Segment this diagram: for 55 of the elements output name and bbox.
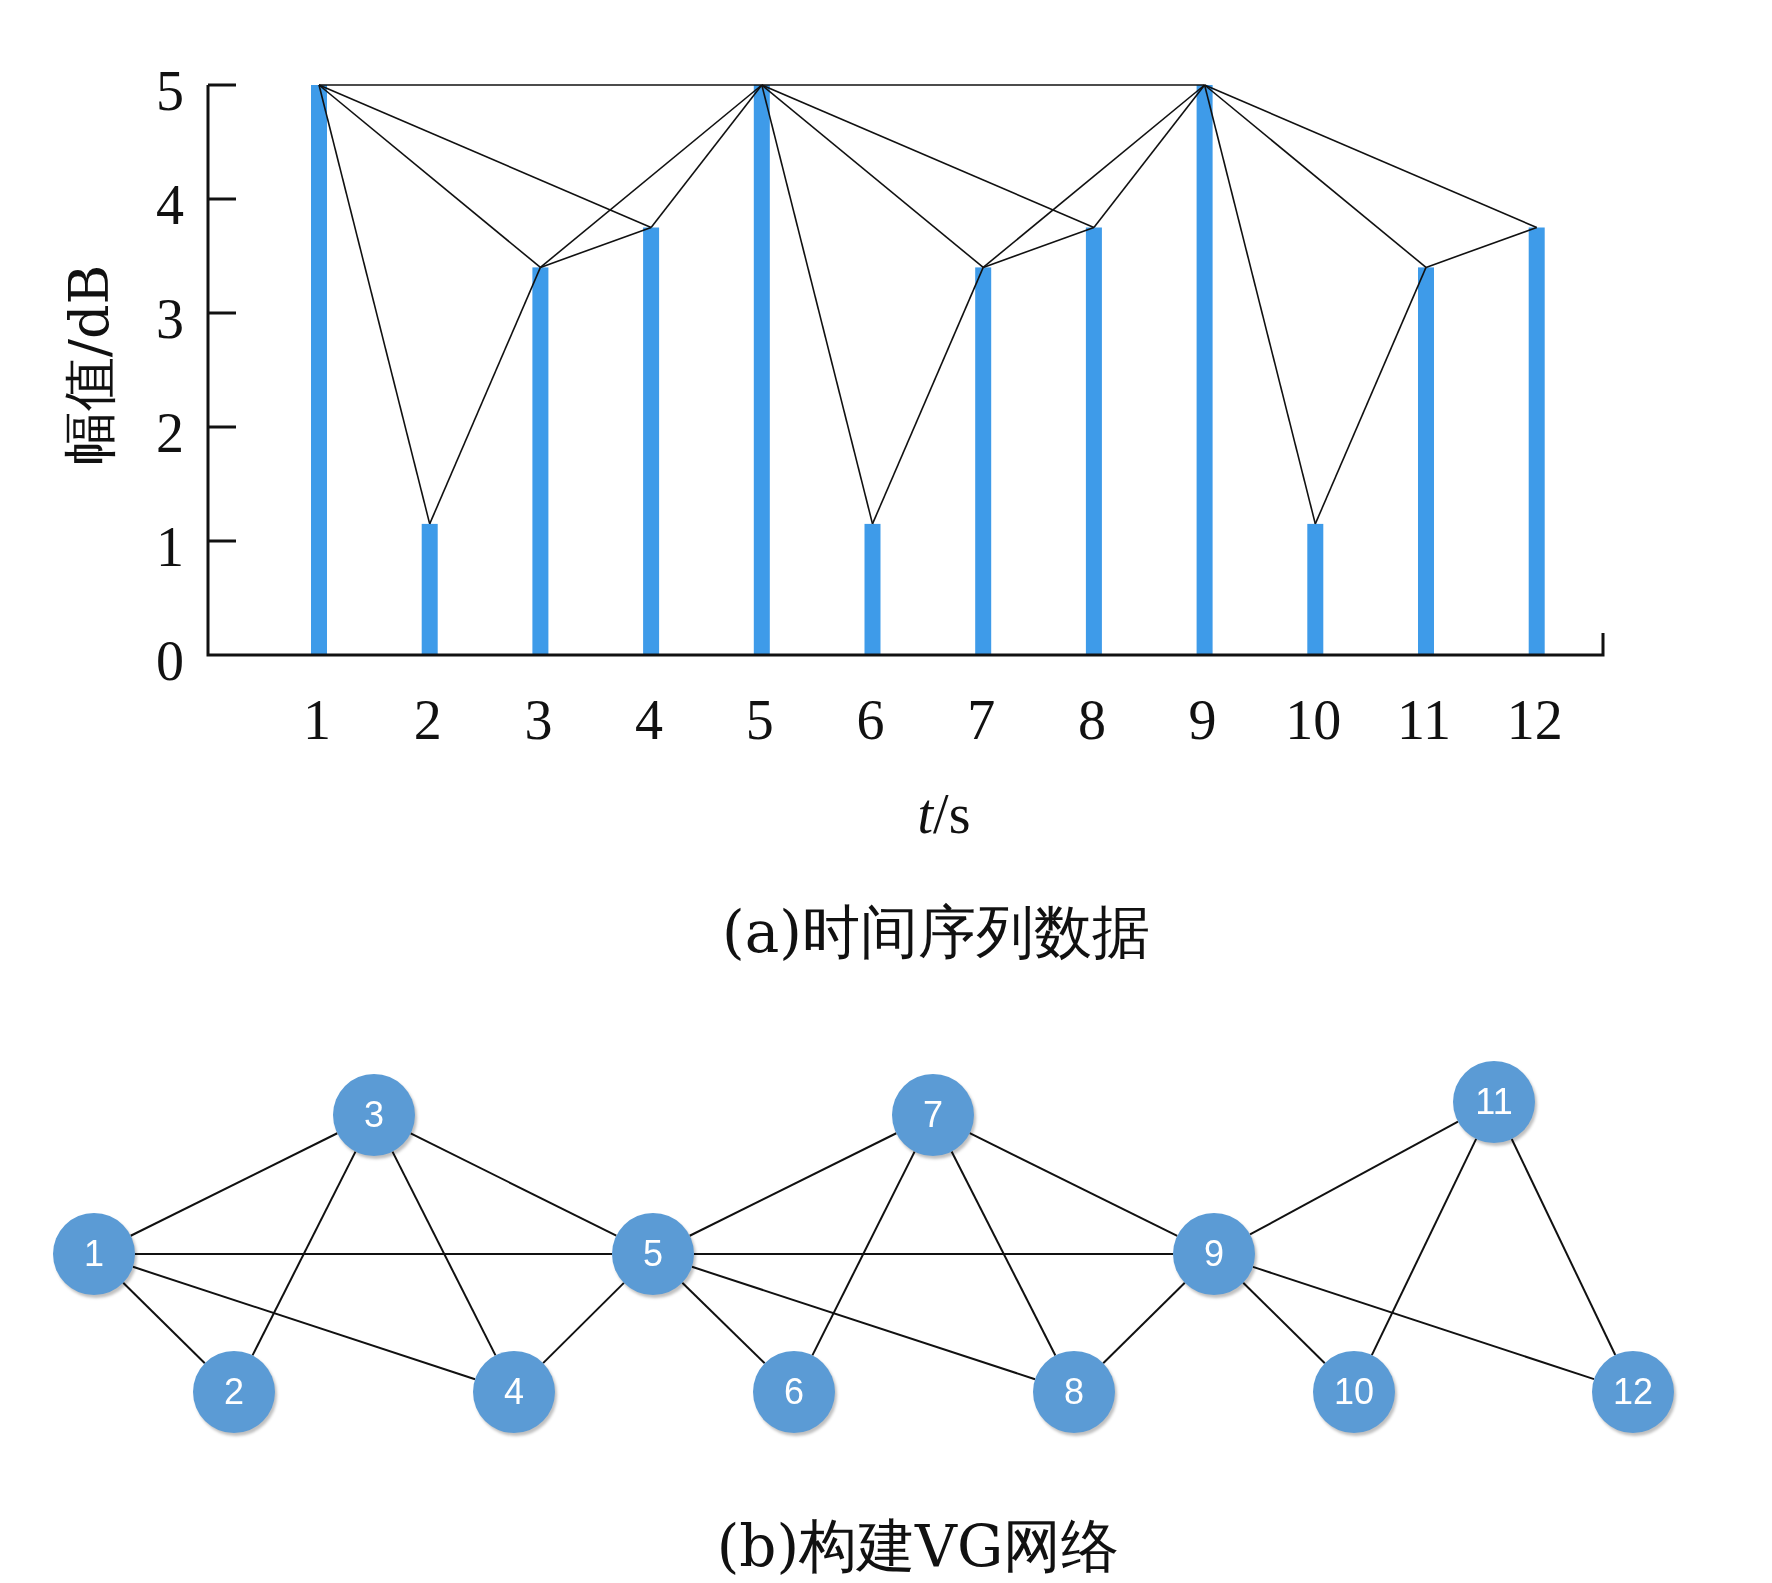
tick-label: 4: [156, 177, 184, 233]
graph-node: 5: [612, 1213, 694, 1295]
tick-label: 3: [156, 291, 184, 347]
edge-line: [1510, 1137, 1617, 1357]
edge-line: [690, 1265, 1037, 1381]
graph-node: 1: [53, 1213, 135, 1295]
tick-label: 11: [1397, 692, 1451, 748]
graph-node: 12: [1592, 1351, 1674, 1433]
edge-line: [1370, 1137, 1478, 1357]
edge-line: [1242, 1281, 1326, 1365]
edge-line: [122, 1281, 206, 1365]
graph-node: 9: [1173, 1213, 1255, 1295]
tick-label: 5: [156, 63, 184, 119]
tick-label: 5: [745, 692, 774, 748]
graph-node: 7: [892, 1074, 974, 1156]
edge-line: [129, 1132, 339, 1237]
tick-label: 12: [1506, 692, 1563, 748]
tick-label: 7: [967, 692, 996, 748]
edge-line: [681, 1281, 766, 1365]
figure-caption: (b)构建VG网络: [716, 1517, 1120, 1575]
graph-node: 11: [1453, 1061, 1535, 1143]
tick-label: 10: [1285, 692, 1342, 748]
edge-line: [1249, 1120, 1459, 1236]
edge-line: [1102, 1281, 1186, 1365]
edge-line: [1251, 1265, 1596, 1381]
tick-label: 3: [524, 692, 553, 748]
graph-node: 2: [193, 1351, 275, 1433]
edge-line: [693, 1253, 1174, 1255]
graph-node: 10: [1313, 1351, 1395, 1433]
tick-label: 4: [635, 692, 664, 748]
tick-label: 9: [1188, 692, 1217, 748]
tick-label: 2: [413, 692, 442, 748]
tick-label: 6: [856, 692, 885, 748]
graph-node: 4: [473, 1351, 555, 1433]
tick-label: 8: [1077, 692, 1106, 748]
graph-node: 3: [333, 1074, 415, 1156]
edge-line: [950, 1150, 1057, 1357]
edge-line: [251, 1150, 357, 1357]
graph-node: 6: [753, 1351, 835, 1433]
tick-label: 0: [156, 633, 184, 689]
edge-line: [134, 1253, 613, 1255]
edge-line: [811, 1150, 916, 1357]
figure-caption: (a)时间序列数据: [722, 903, 1150, 961]
tick-label: 1: [156, 519, 184, 575]
axis-title: 幅值/dB: [63, 264, 117, 466]
edge-line: [968, 1132, 1179, 1237]
tick-label: 2: [156, 405, 184, 461]
tick-label: 1: [303, 692, 331, 748]
edge-line: [131, 1265, 477, 1381]
axis-title: t/s: [917, 786, 971, 842]
edge-line: [688, 1132, 898, 1237]
graph-node: 8: [1033, 1351, 1115, 1433]
edge-line: [391, 1150, 497, 1357]
edge-line: [409, 1132, 618, 1237]
edge-line: [542, 1281, 625, 1365]
